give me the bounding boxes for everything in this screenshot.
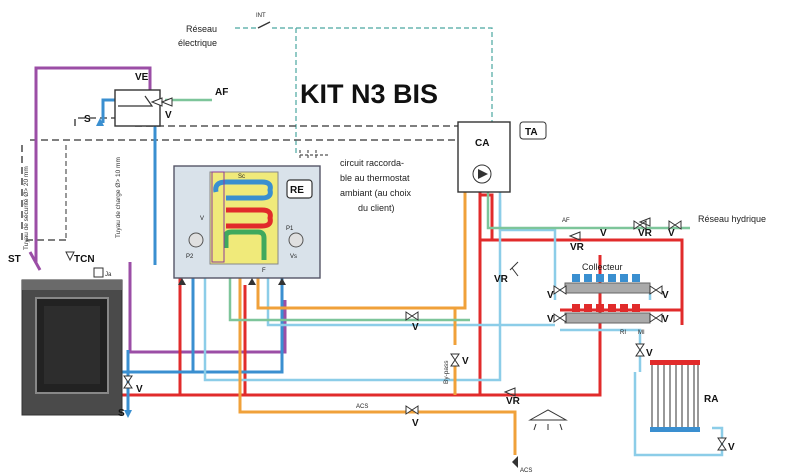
diagram-title: KIT N3 BIS bbox=[300, 79, 438, 109]
v-ra-label: V bbox=[728, 442, 735, 453]
v-bottom-label: V bbox=[136, 384, 143, 395]
valve-icon bbox=[635, 343, 645, 357]
ja-sensor bbox=[93, 267, 104, 278]
af-top-label: AF bbox=[215, 87, 228, 98]
reseau-electrique-label-2: électrique bbox=[178, 38, 217, 48]
check-valve-icon bbox=[509, 261, 519, 277]
ca-label: CA bbox=[475, 138, 489, 149]
circuit-label-3: ambiant (au choix bbox=[340, 188, 412, 198]
check-valve-icon bbox=[638, 217, 651, 227]
bypass-label: By-pass bbox=[443, 360, 450, 384]
v-right-label-2: V bbox=[600, 228, 607, 239]
circuit-label-4: du client) bbox=[358, 203, 395, 213]
expansion-vessel bbox=[114, 89, 161, 127]
pump-p2-icon bbox=[188, 232, 204, 248]
thermostat-box bbox=[519, 121, 547, 140]
collecteur-label: Collecteur bbox=[582, 262, 623, 272]
sc-label: Sc bbox=[238, 174, 245, 180]
valve-icon bbox=[160, 97, 173, 107]
valve-icon bbox=[668, 220, 682, 230]
af-right-label: AF bbox=[562, 218, 570, 224]
ve-label: VE bbox=[135, 72, 149, 83]
radiator bbox=[650, 360, 700, 432]
valve-icon bbox=[553, 313, 567, 323]
ra-label: RA bbox=[704, 394, 718, 405]
cold-coil bbox=[213, 179, 273, 201]
re-box bbox=[286, 179, 313, 199]
acs-pipes bbox=[238, 190, 517, 455]
arrow-down-icon bbox=[124, 410, 132, 418]
manifold bbox=[564, 274, 651, 324]
valves bbox=[123, 220, 727, 451]
flow-arrows bbox=[178, 278, 518, 468]
circuit-label-2: ble au thermostat bbox=[340, 173, 410, 183]
valve-icon bbox=[649, 285, 663, 295]
valve-icon bbox=[450, 353, 460, 367]
hot-coil bbox=[226, 207, 273, 229]
valve-icon bbox=[649, 313, 663, 323]
v-acs-label: V bbox=[412, 418, 419, 429]
arrow-down-icon bbox=[96, 118, 104, 126]
acs-pipe-label: ACS bbox=[356, 404, 368, 410]
valve-icon bbox=[717, 437, 727, 451]
heat-exchanger bbox=[209, 171, 279, 265]
valve-icon bbox=[553, 285, 567, 295]
check-valves bbox=[503, 217, 651, 397]
vr-label-3: VR bbox=[494, 274, 509, 285]
re-label: RE bbox=[290, 185, 304, 196]
s-top-label: S bbox=[84, 114, 91, 125]
tcn-sensor-icon bbox=[65, 251, 75, 262]
f-label: F bbox=[262, 268, 266, 274]
pump-p1-icon bbox=[288, 232, 304, 248]
vr-label-1: VR bbox=[570, 242, 585, 253]
circuit-label-1: circuit raccorda- bbox=[340, 158, 404, 168]
tcn-label: TCN bbox=[74, 254, 95, 265]
green-coil bbox=[223, 229, 267, 260]
stove bbox=[21, 279, 123, 416]
v-right-label-1: V bbox=[668, 228, 675, 239]
tuyau-securite-label: Tuyau de sécurité Ø> 20 mm bbox=[23, 166, 30, 250]
s-bottom-label: S bbox=[118, 408, 125, 419]
v-coll-label-4: V bbox=[662, 314, 669, 325]
ta-label: TA bbox=[525, 127, 538, 138]
mi-label: MI bbox=[638, 330, 645, 336]
valve-icon bbox=[123, 375, 133, 389]
reseau-electrique-label-1: Réseau bbox=[186, 24, 217, 34]
float-valve-icon bbox=[118, 95, 154, 107]
vr-label-4: VR bbox=[506, 396, 521, 407]
int-switch bbox=[257, 21, 271, 29]
ja-label: Ja bbox=[105, 272, 112, 278]
shower-icon bbox=[528, 409, 568, 421]
vs-label: Vs bbox=[290, 254, 297, 260]
acs-out-label: ACS bbox=[520, 468, 532, 474]
ri-label: RI bbox=[620, 330, 626, 336]
valve-icon bbox=[405, 311, 419, 321]
v-left-label: V bbox=[200, 216, 204, 222]
st-label: ST bbox=[8, 254, 21, 265]
v-bypass-label: V bbox=[462, 356, 469, 367]
electrical-wiring bbox=[21, 27, 493, 241]
v-coll-label-1: V bbox=[547, 290, 554, 301]
v-coll-label-3: V bbox=[547, 314, 554, 325]
v-coll-label-2: V bbox=[662, 290, 669, 301]
tuyau-charge-label: Tuyau de charge Ø> 10 mm bbox=[115, 157, 122, 238]
p1-label: P1 bbox=[286, 226, 294, 232]
v-ri-label: V bbox=[646, 348, 653, 359]
int-label: INT bbox=[256, 13, 266, 19]
valve-icon bbox=[405, 405, 419, 415]
check-valve-icon bbox=[503, 387, 516, 397]
v-top-label: V bbox=[165, 110, 172, 121]
check-valve-icon bbox=[568, 231, 581, 241]
p2-label: P2 bbox=[186, 254, 194, 260]
vr-label-2: VR bbox=[638, 228, 653, 239]
reseau-hydrique-label: Réseau hydrique bbox=[698, 214, 766, 224]
v-mid-label: V bbox=[412, 322, 419, 333]
cold-supply-pipes bbox=[165, 98, 690, 322]
